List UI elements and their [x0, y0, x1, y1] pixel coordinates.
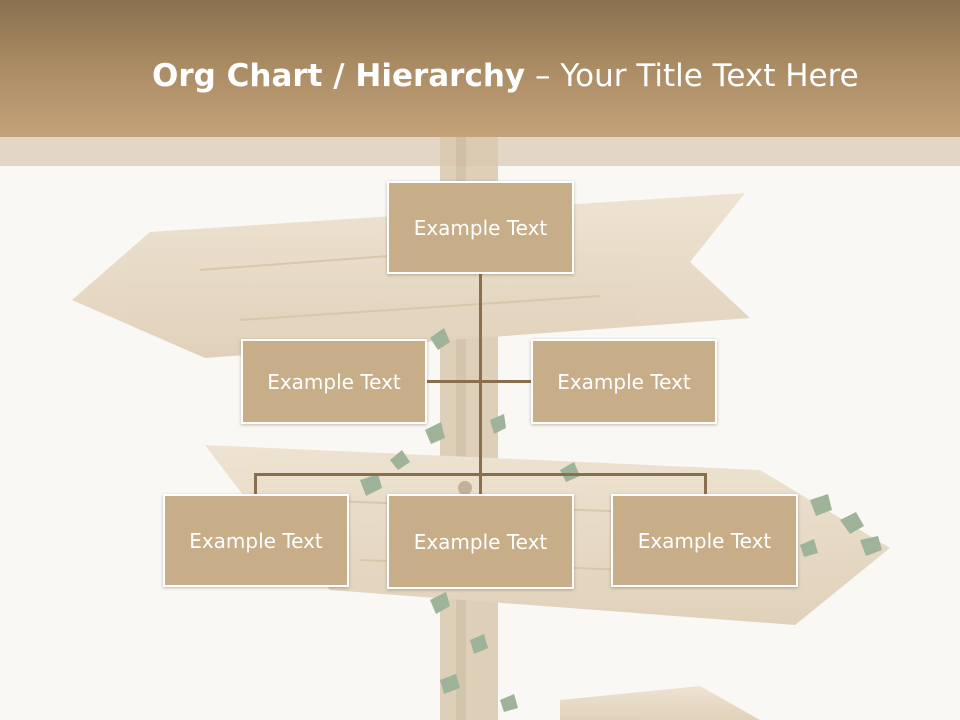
- org-node-child-center[interactable]: Example Text: [387, 494, 574, 589]
- title-dash: –: [525, 58, 561, 94]
- connector-child-left: [254, 473, 257, 495]
- org-node-label: Example Text: [413, 529, 548, 554]
- connector-child-right: [704, 473, 707, 495]
- header-band: [0, 0, 960, 137]
- org-node-label: Example Text: [267, 369, 401, 394]
- bottom-board: [560, 686, 760, 720]
- org-node-child-right[interactable]: Example Text: [611, 494, 798, 587]
- org-node-child-left[interactable]: Example Text: [163, 494, 349, 587]
- connector-assistant-bar: [425, 380, 531, 383]
- connector-children-bar: [254, 473, 707, 476]
- org-node-assistant-left[interactable]: Example Text: [241, 339, 427, 424]
- upper-arrow-board: [72, 193, 750, 358]
- title-rest: Your Title Text Here: [560, 58, 859, 94]
- org-node-label: Example Text: [637, 528, 772, 553]
- title-bold: Org Chart / Hierarchy: [152, 58, 526, 94]
- org-node-assistant-right[interactable]: Example Text: [531, 339, 717, 424]
- org-node-label: Example Text: [413, 215, 548, 240]
- org-node-root[interactable]: Example Text: [387, 181, 574, 274]
- page-title: Org Chart / Hierarchy – Your Title Text …: [152, 54, 859, 98]
- org-node-label: Example Text: [189, 528, 323, 553]
- org-node-label: Example Text: [557, 369, 691, 394]
- connector-root-trunk: [479, 272, 482, 494]
